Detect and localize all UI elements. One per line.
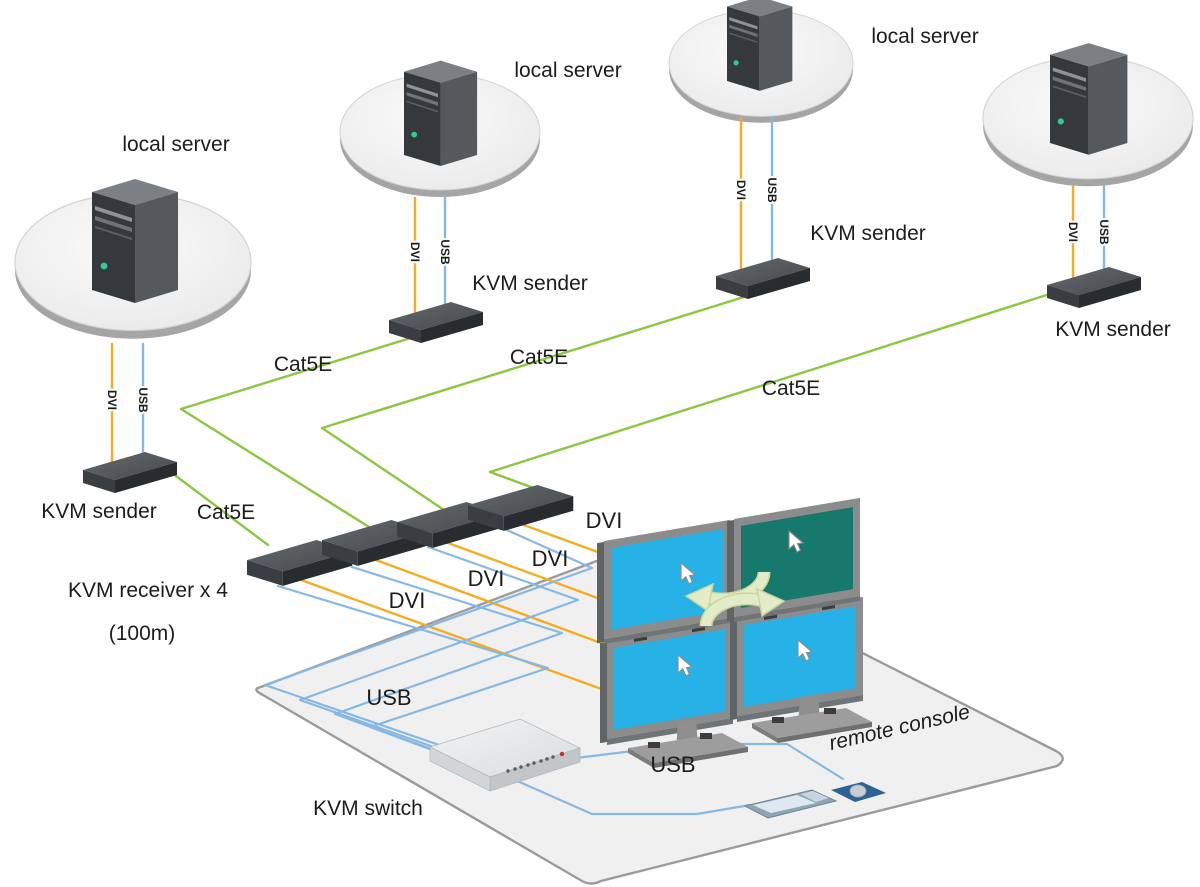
local-server-label-2: local server [514,59,621,82]
kvm-switch-device [428,718,582,792]
kvm-switch-label: KVM switch [313,797,423,820]
server-4 [1050,43,1128,155]
kvm-sender-label-1: KVM sender [41,500,157,523]
usb-drop-label-1: USB [136,387,150,413]
monitor-bottom-left [600,619,733,745]
dvi-label-3: DVI [532,546,569,571]
dvi-label-1: DVI [389,588,426,613]
usb-drop-label-2: USB [438,239,452,265]
dvi-cable-1 [288,574,620,697]
kvm-receiver-4 [468,485,574,531]
mouse [831,782,886,802]
diagram-labels: local server local server local server K… [41,25,1171,820]
dvi-label-2: DVI [468,566,505,591]
dvi-drop-label-1: DVI [105,390,119,410]
kvm-sender-4 [1047,267,1141,308]
monitor-top-left [597,519,730,644]
switch-power-led [559,751,565,757]
cat5e-cable-1 [166,468,270,547]
kvm-sender-3 [716,258,810,299]
monitor-top-right [727,497,860,622]
usb-drop-label-4: USB [1097,219,1111,245]
dvi-label-4: DVI [586,508,623,533]
screen-top-left [611,529,723,630]
server-sender-drops [110,116,1106,474]
dvi-drop-label-2: DVI [408,242,422,262]
dvi-cable-3 [438,538,624,609]
kvm-sender-label-2: KVM sender [472,272,588,295]
usb-label-1: USB [366,685,411,710]
usb-cable-keyboard [513,778,752,816]
keyboard [743,789,838,819]
cat5e-label-4: Cat5E [197,501,255,524]
cat5e-cable-3 [320,295,746,516]
screen-top-right [741,507,853,608]
cat5e-label-2: Cat5E [510,346,568,369]
usb-drop-label-3: USB [765,177,779,203]
dvi-drop-label-4: DVI [1066,222,1080,242]
cat5e-label-3: Cat5E [762,377,820,400]
cat5e-label-1: Cat5E [274,353,332,376]
usb-cable-3 [298,545,580,759]
local-server-label-3: local server [871,25,978,48]
server-1 [92,179,178,303]
cat5e-cable-4 [488,291,1055,493]
kvm-sender-label-4: KVM sender [1055,318,1171,341]
screen-bottom-left [614,629,726,730]
monitor-stands [628,694,872,768]
rotate-arrows-icon [684,571,786,627]
kvm-sender-label-3: KVM sender [810,222,926,245]
usb-cable-4 [263,525,594,750]
kvm-receiver-label: KVM receiver x 4 [68,579,228,602]
kvm-sender-2 [389,302,483,343]
kvm-sender-1 [83,452,177,493]
server-2 [404,60,478,167]
receiver-distance-label: (100m) [109,622,176,645]
dvi-drop-label-3: DVI [734,180,748,200]
switch-ports [506,755,555,773]
server-3 [727,0,793,91]
usb-label-2: USB [650,752,695,777]
cat5e-cable-2 [179,334,419,539]
local-server-label-1: local server [122,133,229,156]
cat5e-cables [166,291,1055,547]
